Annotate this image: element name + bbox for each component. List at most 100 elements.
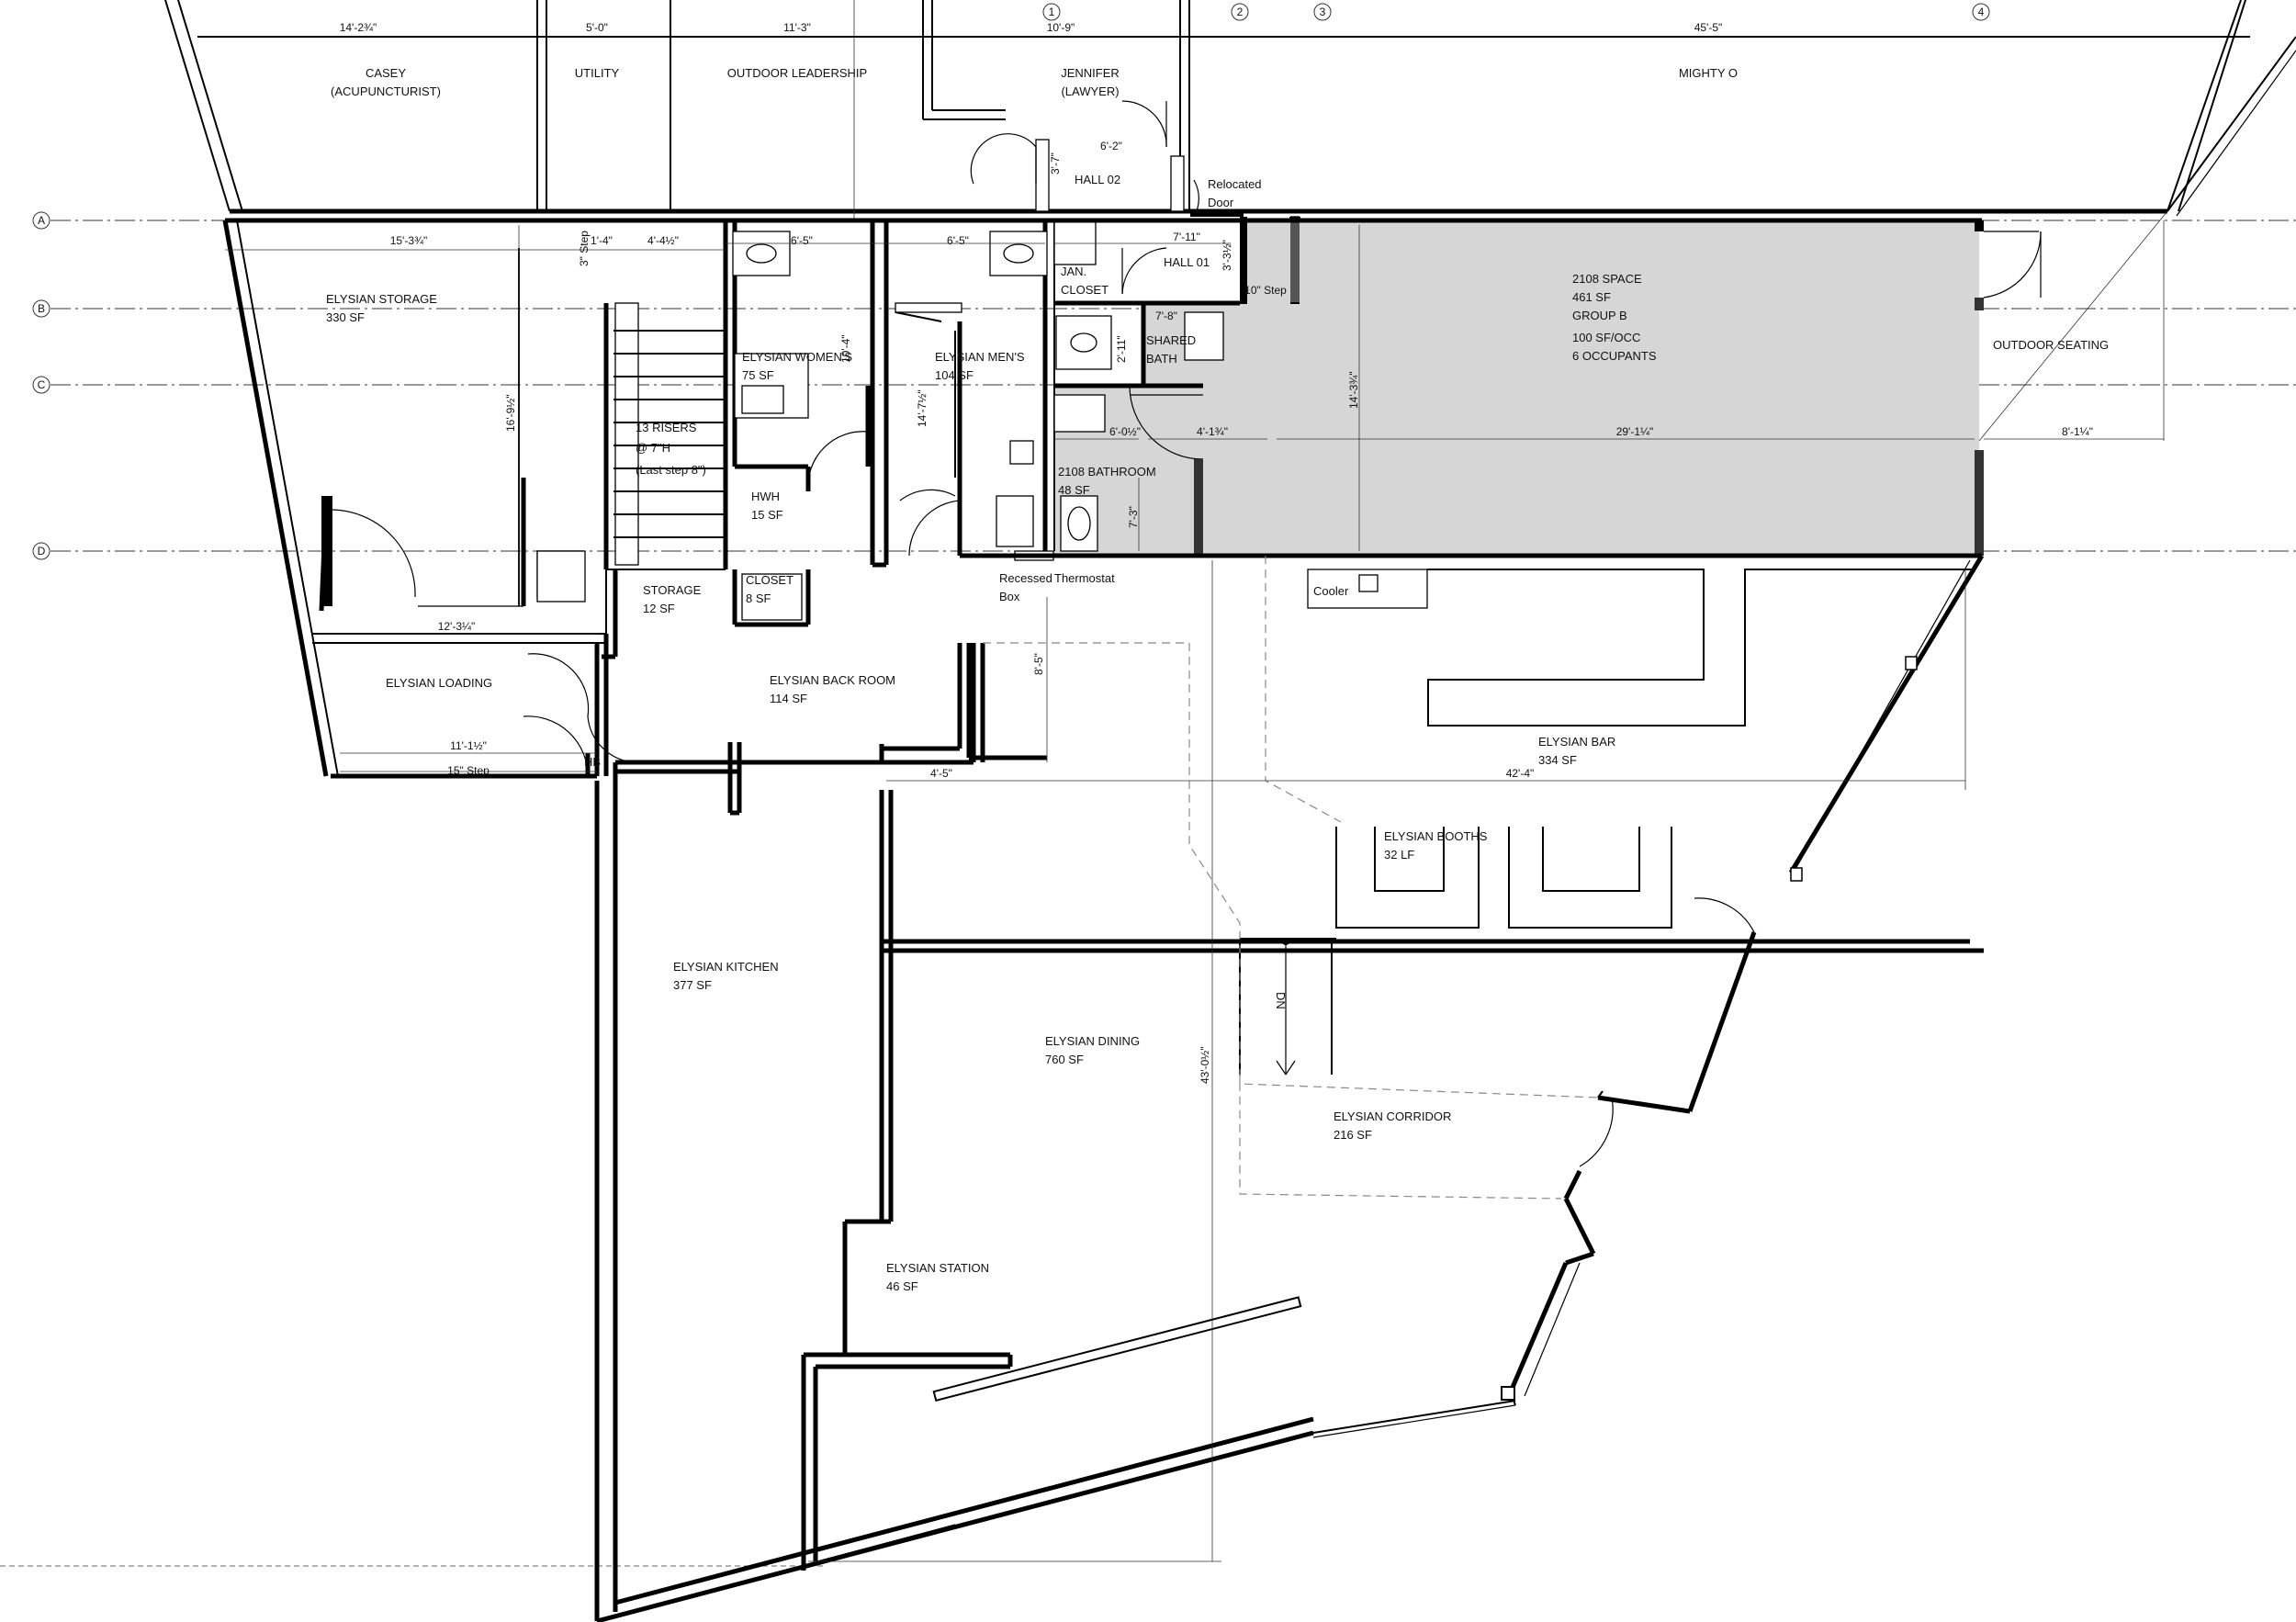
dim-stair-width-2: 4'-4½"	[647, 234, 679, 247]
elysian-back-room-label: ELYSIAN BACK ROOM	[770, 673, 895, 687]
cooler-label: Cooler	[1313, 584, 1349, 598]
dim-bath2108-height: 7'-3"	[1127, 506, 1140, 528]
col-3-label: 3	[1320, 6, 1326, 18]
elysian-mens-area: 104 SF	[935, 368, 974, 382]
space-2108-load: 100 SF/OCC	[1572, 331, 1640, 344]
dimension-lines	[225, 225, 2164, 1562]
recessed-box-label: Recessed	[999, 571, 1052, 585]
bar-area	[1203, 553, 1985, 1438]
dim-mighty-width: 45'-5"	[1694, 21, 1723, 34]
dim-space-width: 29'-1¼"	[1616, 425, 1654, 438]
dim-hall01-width: 7'-11"	[1173, 231, 1200, 243]
casey-sub-label: (ACUPUNCTURIST)	[331, 84, 441, 98]
dim-bath2108-width: 6'-0½"	[1109, 425, 1141, 438]
dim-seg2-width: 4'-5"	[930, 767, 952, 780]
stair-last-step-label: (Last step 8")	[636, 463, 706, 477]
grid-b-label: B	[38, 302, 45, 315]
hose-bib-label: HB	[584, 755, 601, 769]
hwh-label: HWH	[751, 490, 780, 503]
dim-womens-height: 10'-4"	[839, 334, 852, 363]
stair-height-label: @ 7"H	[636, 441, 670, 455]
dim-storage-width: 15'-3¾"	[390, 234, 428, 247]
elysian-kitchen-area: 377 SF	[673, 978, 712, 992]
dim-mens-height: 14'-7½"	[916, 389, 929, 427]
hall01-label: HALL 01	[1164, 255, 1210, 269]
dim-step-15: 15" Step	[447, 764, 490, 777]
bathroom-2108-label: 2108 BATHROOM	[1058, 465, 1156, 479]
space-2108-group: GROUP B	[1572, 309, 1627, 322]
jennifer-label: JENNIFER	[1061, 66, 1120, 80]
dim-loading-width-2: 11'-1½"	[450, 739, 487, 752]
dim-backroom-height: 8'-5"	[1032, 653, 1045, 675]
col-1-label: 1	[1049, 6, 1055, 18]
dim-bar-width: 42'-4"	[1506, 767, 1535, 780]
elysian-corridor-label: ELYSIAN CORRIDOR	[1334, 1109, 1451, 1123]
thermostat-label: Thermostat	[1054, 571, 1115, 585]
hall-walls	[970, 100, 1300, 556]
elysian-station-label: ELYSIAN STATION	[886, 1261, 989, 1275]
relocated-door-label-2: Door	[1208, 196, 1234, 209]
grid-d-label: D	[38, 545, 46, 558]
col-4-label: 4	[1978, 6, 1985, 18]
dimension-labels: 14'-2¾" 5'-0" 11'-3" 10'-9" 45'-5" 6'-2"…	[340, 21, 2093, 1084]
grid-c-label: C	[38, 378, 46, 391]
dim-stair-width: 1'-4"	[591, 234, 613, 247]
jan-closet-label-2: CLOSET	[1061, 283, 1109, 297]
elysian-mens-label: ELYSIAN MEN'S	[935, 350, 1025, 364]
space-2108-occupants: 6 OCCUPANTS	[1572, 349, 1657, 363]
dim-casey-width: 14'-2¾"	[340, 21, 377, 34]
space-2108-fill	[1054, 220, 1979, 556]
storage-label: STORAGE	[643, 583, 702, 597]
elysian-bar-area: 334 SF	[1538, 753, 1577, 767]
outdoor-seating-label: OUTDOOR SEATING	[1993, 338, 2109, 352]
elysian-corridor-area: 216 SF	[1334, 1128, 1372, 1142]
elysian-womens-label: ELYSIAN WOMEN'S	[742, 350, 852, 364]
grid-bubbles: A B C D 1 2 3 4	[32, 3, 1990, 560]
space-2108-area: 461 SF	[1572, 290, 1611, 304]
elysian-dining-area: 760 SF	[1045, 1053, 1084, 1066]
closet-label: CLOSET	[746, 573, 793, 587]
dim-jennifer-width: 10'-9"	[1047, 21, 1075, 34]
elysian-kitchen-label: ELYSIAN KITCHEN	[673, 960, 779, 974]
space-2108-label: 2108 SPACE	[1572, 272, 1642, 286]
dim-seating-width: 8'-1¼"	[2062, 425, 2093, 438]
elysian-booths-label: ELYSIAN BOOTHS	[1384, 829, 1488, 843]
recessed-box-label-2: Box	[999, 590, 1020, 603]
utility-label: UTILITY	[575, 66, 620, 80]
elysian-storage-area: 330 SF	[326, 310, 365, 324]
jennifer-sub-label: (LAWYER)	[1061, 84, 1119, 98]
elysian-womens-area: 75 SF	[742, 368, 774, 382]
shared-bath-label-2: BATH	[1146, 352, 1177, 366]
dim-womens-width: 6'-5"	[791, 234, 813, 247]
room-labels: CASEY (ACUPUNCTURIST) UTILITY OUTDOOR LE…	[326, 66, 2109, 1293]
restaurant-walls	[594, 643, 1984, 1622]
dim-storage-height: 16'-9½"	[504, 394, 517, 432]
mighty-o-label: MIGHTY O	[1679, 66, 1738, 80]
bathroom-2108-area: 48 SF	[1058, 483, 1090, 497]
jan-closet-label: JAN.	[1061, 265, 1086, 278]
hwh-area: 15 SF	[751, 508, 783, 522]
outdoor-leadership-label: OUTDOOR LEADERSHIP	[727, 66, 867, 80]
dim-outdoor-width: 11'-3"	[783, 21, 811, 34]
dim-hall01-height: 3'-3½"	[1221, 240, 1233, 271]
left-building-walls	[222, 218, 1056, 779]
hall02-label: HALL 02	[1075, 173, 1120, 186]
dim-step-3: 3" Step	[578, 231, 591, 266]
dim-utility-width: 5'-0"	[586, 21, 608, 34]
dim-hall02-width: 6'-2"	[1100, 140, 1122, 152]
elysian-bar-label: ELYSIAN BAR	[1538, 735, 1615, 749]
casey-label: CASEY	[366, 66, 406, 80]
elysian-dining-label: ELYSIAN DINING	[1045, 1034, 1140, 1048]
stair-risers-label: 13 RISERS	[636, 421, 697, 434]
closet-area: 8 SF	[746, 591, 771, 605]
storage-area: 12 SF	[643, 602, 675, 615]
elysian-back-room-area: 114 SF	[770, 692, 807, 705]
dim-mens-width: 6'-5"	[947, 234, 969, 247]
dim-step-10: 10" Step	[1244, 284, 1287, 297]
elysian-station-area: 46 SF	[886, 1279, 918, 1293]
dashed-outlines	[983, 556, 1599, 1200]
dim-space-height: 14'-3¾"	[1347, 371, 1360, 409]
dim-loading-width: 12'-3¼"	[438, 620, 476, 633]
dim-bath-width: 7'-8"	[1155, 310, 1177, 322]
